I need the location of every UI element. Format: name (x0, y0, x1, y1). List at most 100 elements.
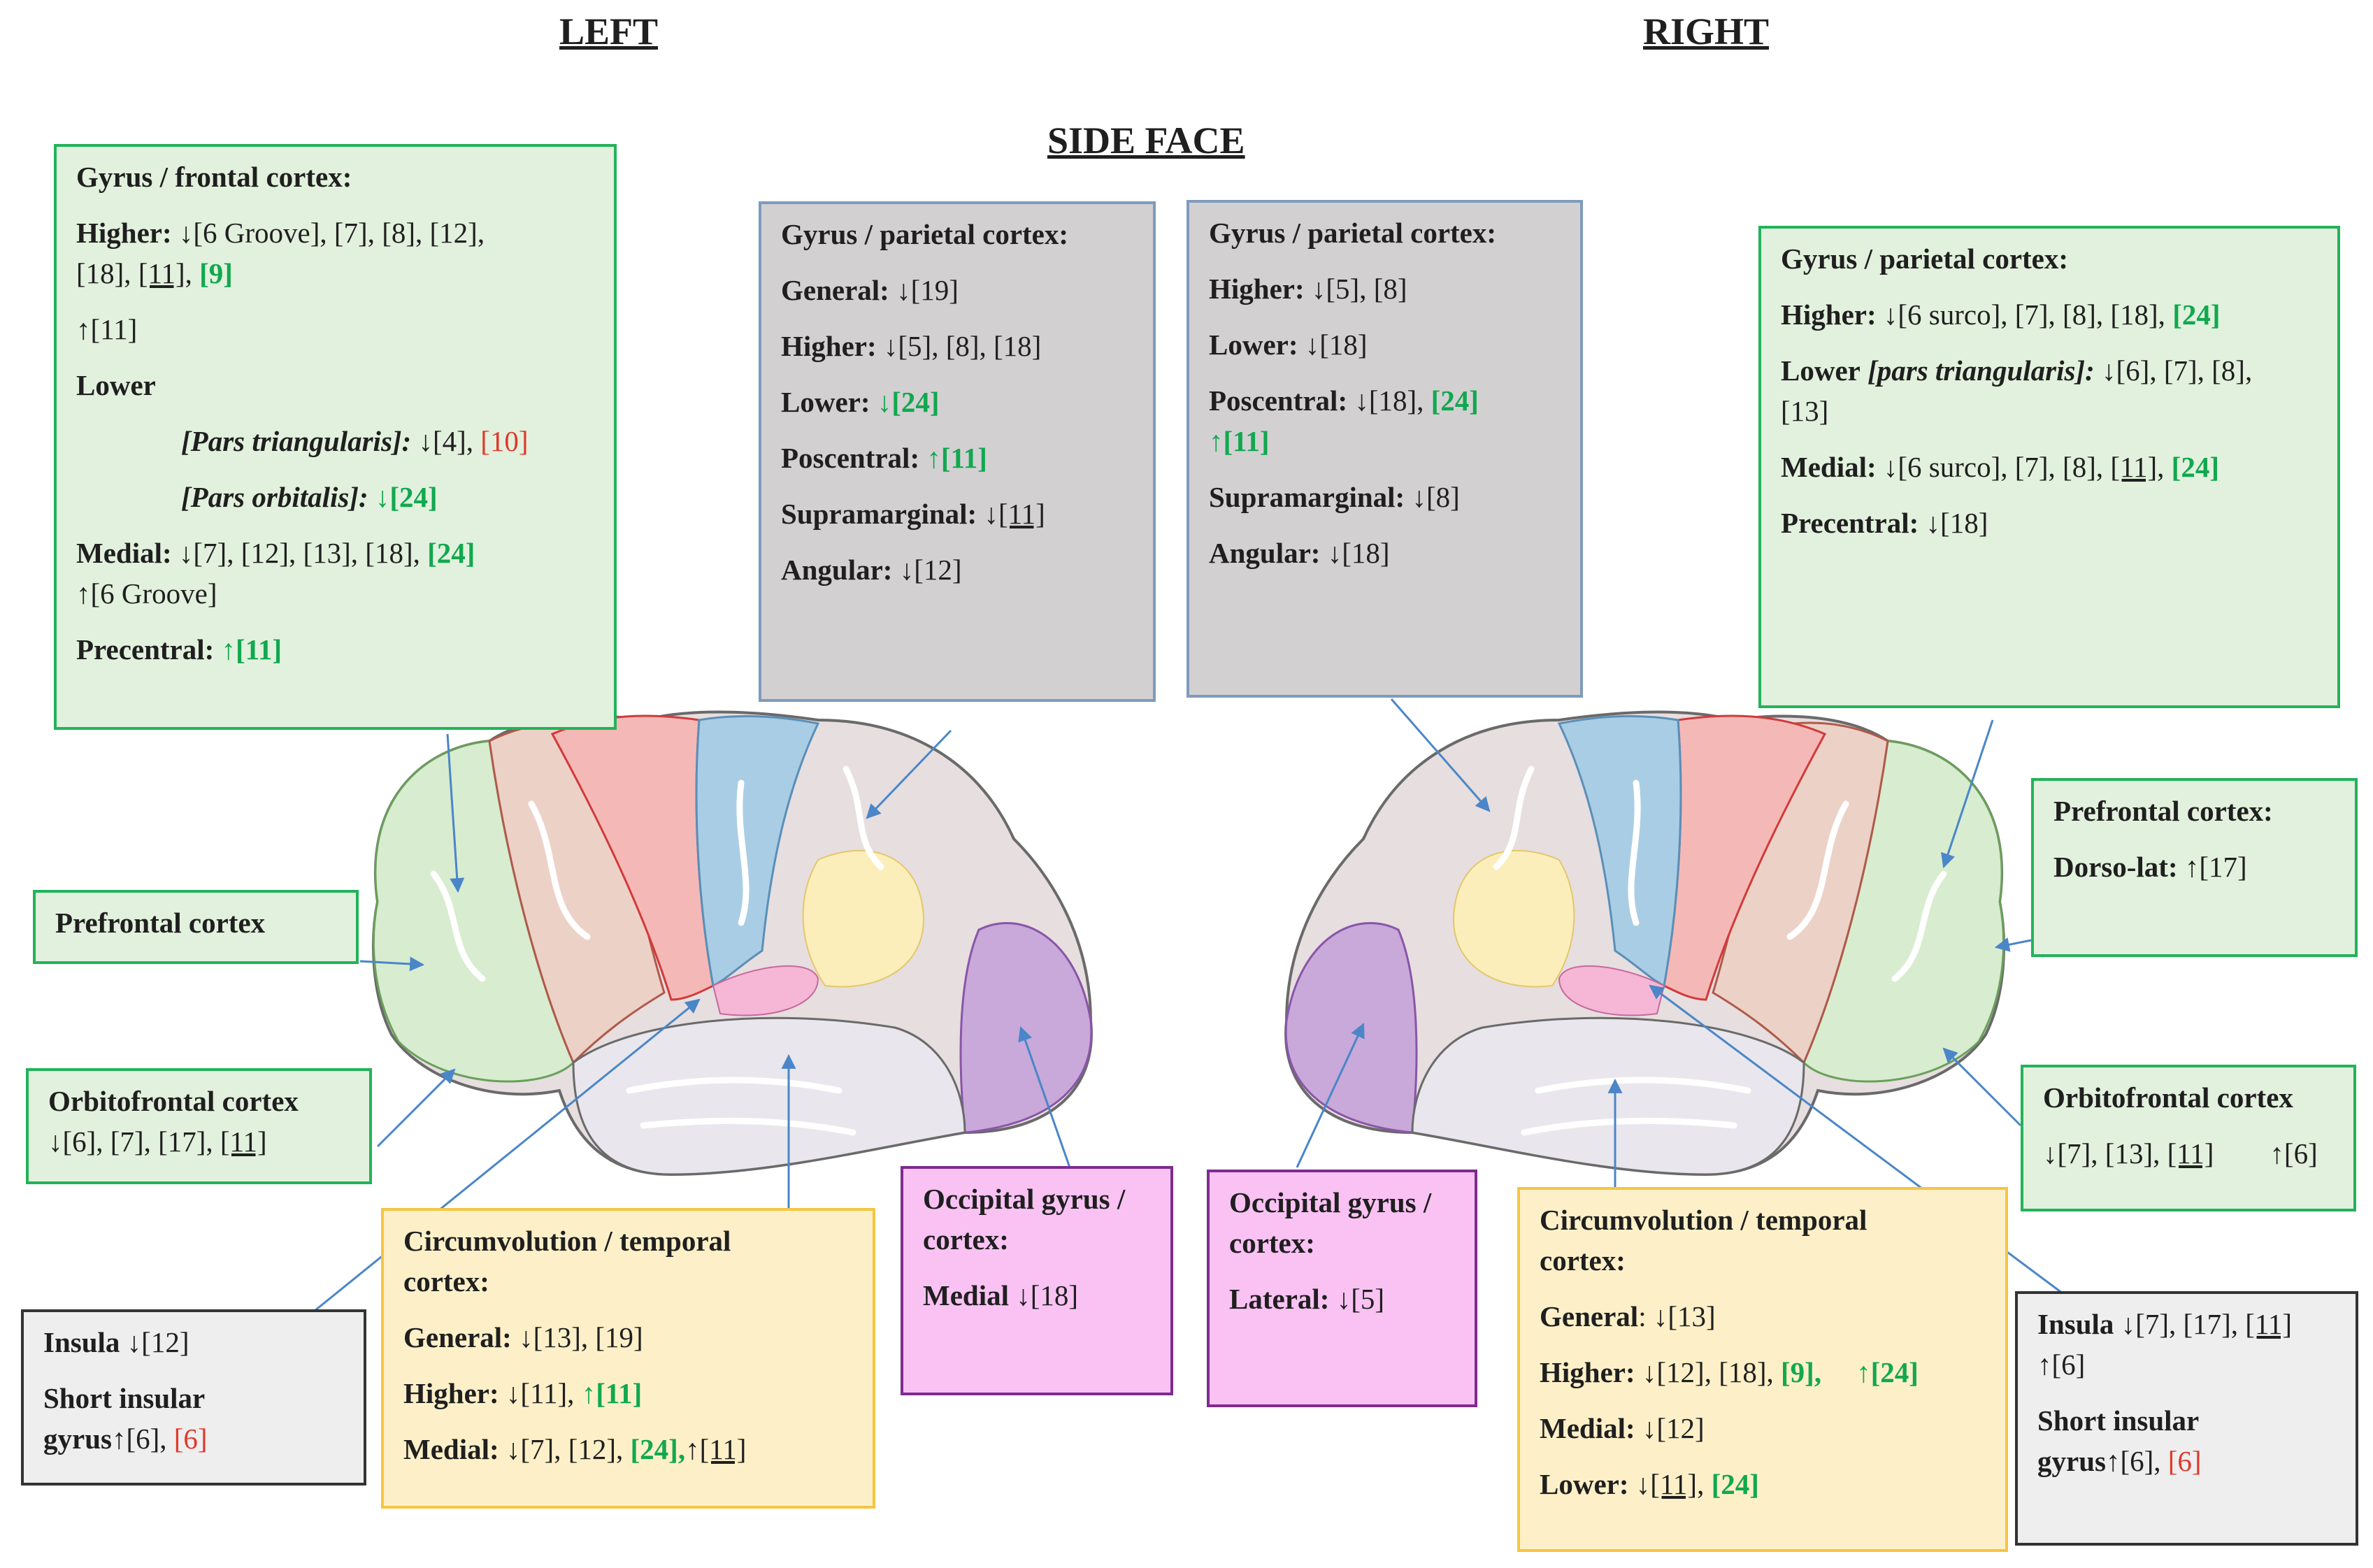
arrow-left-orbitofrontal (376, 1068, 456, 1148)
left-temporal-title-2: cortex: (403, 1265, 489, 1298)
right-sensory-cortex (1557, 715, 1682, 988)
right-parietal-green-lower: Lower [pars triangularis]: ↓[6], [7], [8… (1781, 354, 2253, 387)
left-frontal-pars-triangularis: [Pars triangularis]: ↓[4], [10] (181, 425, 529, 458)
right-parietal-grey-poscentral-up: ↑[11] (1209, 425, 1270, 458)
left-frontal-precentral: Precentral: ↑[11] (76, 633, 282, 666)
right-orbitofrontal-refs: ↓[7], [13], [11]↑[6] (2043, 1137, 2318, 1170)
arrow-left-occipital (1018, 1026, 1071, 1168)
right-occipital-title-1: Occipital gyrus / (1229, 1186, 1432, 1218)
left-orbitofrontal-box: Orbitofrontal cortex ↓[6], [7], [17], [1… (26, 1068, 372, 1184)
right-parietal-grey-lower: Lower: ↓[18] (1209, 329, 1368, 361)
arrow-right-occipital (1296, 1023, 1365, 1168)
left-temporal-title-1: Circumvolution / temporal (403, 1225, 731, 1257)
right-brain-illustration (1284, 710, 2005, 1177)
left-frontal-cortex-box: Gyrus / frontal cortex: Higher: ↓[6 Groo… (54, 144, 617, 730)
left-occipital-title-2: cortex: (923, 1223, 1009, 1256)
right-parietal-grey-higher: Higher: ↓[5], [8] (1209, 273, 1407, 305)
right-prefrontal-title: Prefrontal cortex: (2053, 795, 2273, 827)
right-orbitofrontal-title: Orbitofrontal cortex (2043, 1081, 2293, 1114)
left-supramarginal-area (802, 849, 924, 988)
left-sulci (430, 765, 884, 1136)
left-prefrontal-title: Prefrontal cortex (55, 907, 266, 939)
left-temporal-general: General: ↓[13], [19] (403, 1321, 643, 1354)
right-parietal-green-medial: Medial: ↓[6 surco], [7], [8], [11], [24] (1781, 451, 2219, 484)
left-parietal-title: Gyrus / parietal cortex: (781, 218, 1069, 250)
right-occipital-lateral: Lateral: ↓[5] (1229, 1283, 1385, 1316)
heading-left: LEFT (559, 10, 659, 52)
left-frontal-lower: Lower (76, 369, 156, 402)
right-temporal-lower: Lower: ↓[11], [24] (1540, 1468, 1759, 1501)
arrow-right-parietal-green (1941, 719, 1994, 868)
right-temporal-higher: Higher: ↓[12], [18], [9],↑[24] (1540, 1356, 1919, 1389)
left-temporal-lobe (572, 1016, 966, 1176)
left-insula-area (712, 965, 819, 1016)
right-occipital-box: Occipital gyrus / cortex: Lateral: ↓[5] (1207, 1170, 1477, 1407)
left-insula-box: Insula ↓[12] Short insular gyrus↑[6], [6… (21, 1309, 366, 1486)
left-parietal-general: General: ↓[19] (781, 274, 959, 307)
left-frontal-medial: Medial: ↓[7], [12], [13], [18], [24] (76, 537, 475, 570)
left-insula-line: Insula ↓[12] (43, 1326, 189, 1358)
right-parietal-green-box: Gyrus / parietal cortex: Higher: ↓[6 sur… (1758, 226, 2340, 708)
left-parietal-box: Gyrus / parietal cortex: General: ↓[19] … (759, 201, 1156, 702)
left-parietal-angular: Angular: ↓[12] (781, 554, 962, 587)
left-frontal-higher-up: ↑[11] (76, 313, 138, 346)
left-orbitofrontal-title: Orbitofrontal cortex (48, 1085, 299, 1117)
right-temporal-lobe (1411, 1016, 1805, 1176)
right-temporal-general: General: ↓[13] (1540, 1300, 1716, 1333)
arrow-right-orbitofrontal (1942, 1047, 2022, 1127)
right-parietal-grey-poscentral: Poscentral: ↓[18], [24] (1209, 384, 1479, 417)
left-frontal-title: Gyrus / frontal cortex: (76, 161, 352, 193)
right-insula-up: ↑[6] (2037, 1348, 2086, 1381)
left-short-insular-refs: gyrus↑[6], [6] (43, 1423, 208, 1455)
arrow-left-prefrontal (359, 956, 425, 972)
right-parietal-grey-box: Gyrus / parietal cortex: Higher: ↓[5], [… (1186, 200, 1583, 698)
right-occipital-title-2: cortex: (1229, 1227, 1315, 1260)
left-occipital-medial: Medial ↓[18] (923, 1279, 1079, 1312)
right-parietal-grey-supramarginal: Supramarginal: ↓[8] (1209, 481, 1460, 514)
right-insula-area (1558, 965, 1665, 1016)
heading-side-face: SIDE FACE (1047, 120, 1245, 161)
left-frontal-higher: Higher: ↓[6 Groove], [7], [8], [12], (76, 217, 485, 250)
right-supramarginal-area (1453, 849, 1575, 988)
left-parietal-higher: Higher: ↓[5], [8], [18] (781, 330, 1042, 363)
right-parietal-green-precentral: Precentral: ↓[18] (1781, 507, 1988, 540)
arrow-right-prefrontal (1994, 937, 2032, 952)
left-parietal-supramarginal: Supramarginal: ↓[11] (781, 498, 1045, 531)
right-insula-line: Insula ↓[7], [17], [11] (2037, 1308, 2293, 1340)
arrow-left-parietal (866, 729, 952, 819)
left-frontal-pars-orbitalis: [Pars orbitalis]: ↓[24] (181, 481, 438, 514)
left-occipital-box: Occipital gyrus / cortex: Medial ↓[18] (901, 1166, 1173, 1395)
right-parietal-grey-title: Gyrus / parietal cortex: (1209, 217, 1497, 249)
connector-arrows (314, 698, 2063, 1312)
right-temporal-title-1: Circumvolution / temporal (1540, 1204, 1867, 1236)
arrow-left-frontal (446, 733, 465, 893)
left-sensory-cortex (695, 715, 820, 988)
right-parietal-grey-angular: Angular: ↓[18] (1209, 537, 1390, 570)
left-temporal-medial: Medial: ↓[7], [12], [24],↑[11] (403, 1433, 747, 1466)
right-temporal-medial: Medial: ↓[12] (1540, 1412, 1705, 1445)
left-occipital-title-1: Occipital gyrus / (923, 1183, 1126, 1215)
arrow-right-parietal-grey (1390, 698, 1491, 812)
right-temporal-box: Circumvolution / temporal cortex: Genera… (1517, 1187, 2008, 1552)
left-brain-illustration (372, 710, 1093, 1177)
right-parietal-green-title: Gyrus / parietal cortex: (1781, 243, 2069, 275)
left-parietal-lower: Lower: ↓[24] (781, 386, 940, 419)
left-frontal-higher-cont: [18], [11], [9] (76, 257, 233, 290)
left-frontal-medial-up: ↑[6 Groove] (76, 577, 217, 610)
left-short-insular-label: Short insular (43, 1382, 206, 1415)
right-insula-box: Insula ↓[7], [17], [11] ↑[6] Short insul… (2015, 1291, 2358, 1546)
right-short-insular-label: Short insular (2037, 1404, 2200, 1437)
right-parietal-green-lower-cont: [13] (1781, 395, 1829, 428)
right-orbitofrontal-box: Orbitofrontal cortex ↓[7], [13], [11]↑[6… (2021, 1065, 2356, 1211)
right-sulci (1493, 765, 1947, 1136)
right-parietal-green-higher: Higher: ↓[6 surco], [7], [8], [18], [24] (1781, 299, 2221, 331)
left-temporal-box: Circumvolution / temporal cortex: Genera… (381, 1208, 875, 1509)
right-temporal-title-2: cortex: (1540, 1244, 1626, 1277)
heading-right: RIGHT (1643, 10, 1770, 52)
left-temporal-higher: Higher: ↓[11], ↑[11] (403, 1377, 643, 1410)
left-parietal-poscentral: Poscentral: ↑[11] (781, 442, 987, 475)
arrow-left-insula (314, 998, 701, 1312)
right-prefrontal-box: Prefrontal cortex: Dorso-lat: ↑[17] (2031, 778, 2358, 957)
right-short-insular-refs: gyrus↑[6], [6] (2037, 1445, 2202, 1478)
